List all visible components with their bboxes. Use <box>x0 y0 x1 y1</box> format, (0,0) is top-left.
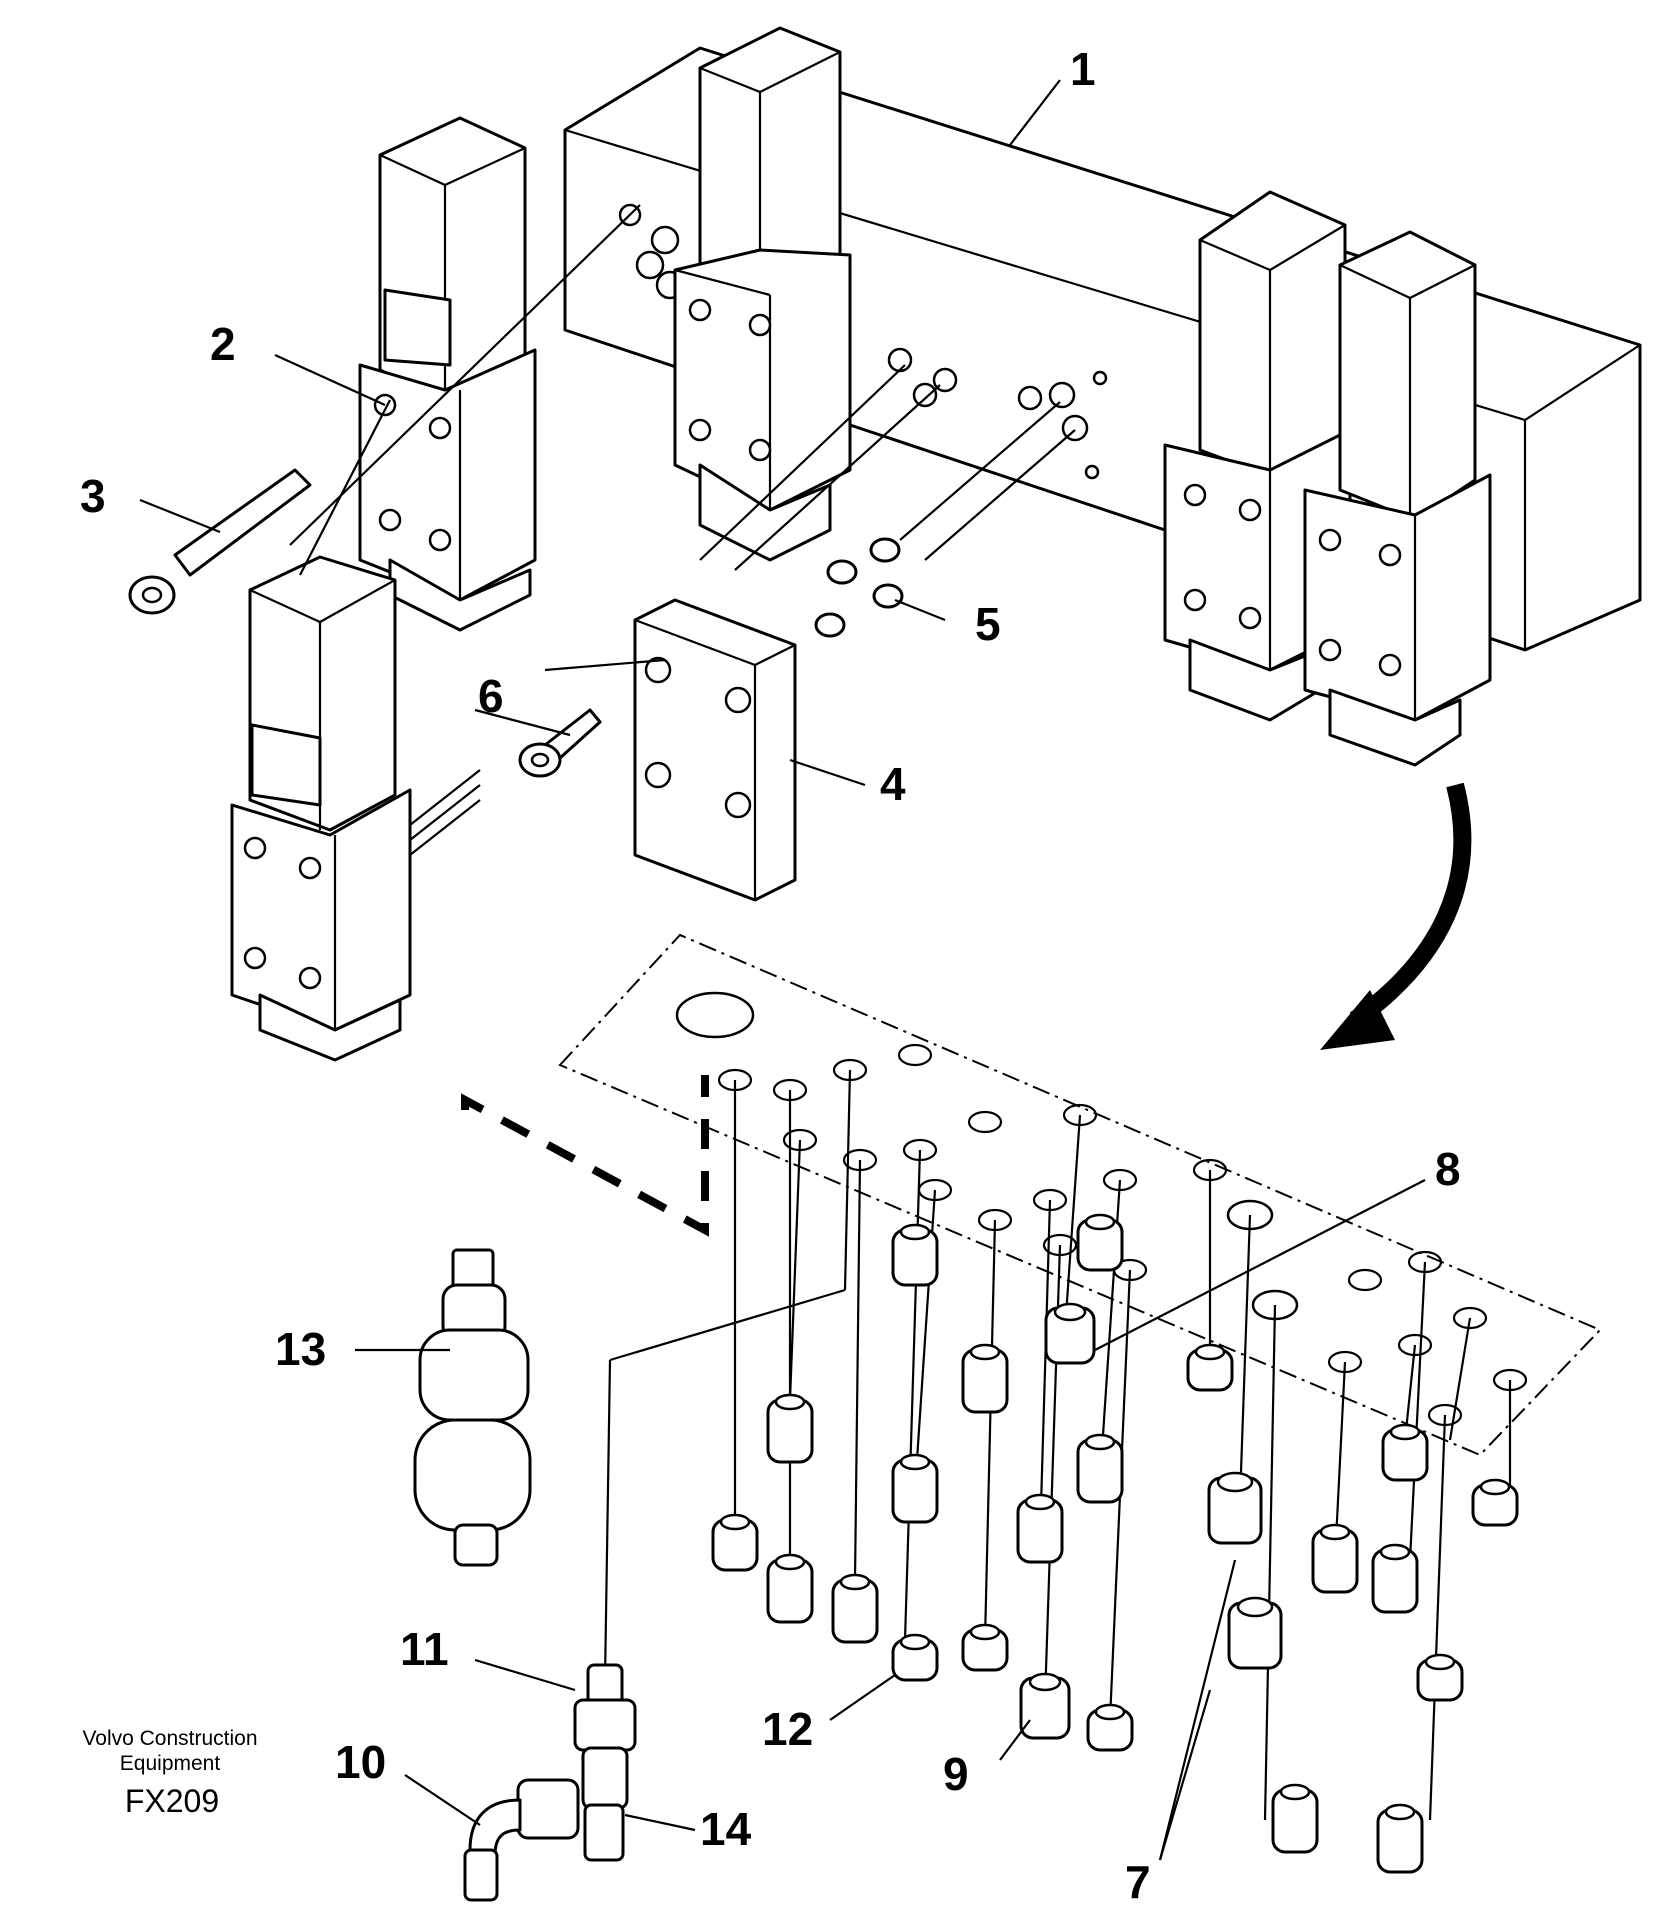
direction-arrow <box>1320 782 1472 1050</box>
fitting <box>1207 1471 1263 1545</box>
screw-long <box>128 204 641 615</box>
callout-2: 2 <box>210 318 236 370</box>
callout-6: 6 <box>478 670 504 722</box>
fitting <box>766 1553 814 1624</box>
fitting <box>1019 1672 1071 1740</box>
pressure-sensor <box>413 1075 709 1567</box>
manifold-outline <box>558 933 1602 1457</box>
callout-7: 7 <box>1125 1856 1151 1908</box>
fitting <box>961 1343 1009 1414</box>
fitting <box>961 1623 1009 1672</box>
fitting <box>891 1223 939 1287</box>
callout-1: 1 <box>1070 43 1096 95</box>
fitting <box>1471 1478 1519 1527</box>
callout-leaders <box>139 79 1426 1861</box>
tee-fitting-assembly <box>463 1663 637 1902</box>
fitting <box>1016 1493 1064 1564</box>
fitting <box>1311 1523 1359 1594</box>
fitting <box>1416 1653 1464 1702</box>
fitting <box>891 1633 939 1682</box>
callout-10: 10 <box>335 1736 386 1788</box>
fitting <box>711 1513 759 1572</box>
solenoid-valve-left-top <box>358 116 537 632</box>
callout-9: 9 <box>943 1748 969 1800</box>
solenoid-valve-left-bottom <box>230 555 412 1062</box>
callout-4: 4 <box>880 758 906 810</box>
credit-company-line1: Volvo Construction <box>82 1727 257 1750</box>
screw-short <box>518 658 666 778</box>
fitting <box>831 1573 879 1644</box>
cover-plate <box>633 598 797 902</box>
fitting <box>1371 1543 1419 1614</box>
fitting <box>1044 1302 1096 1365</box>
credit-company-line2: Equipment <box>120 1752 221 1775</box>
callout-12: 12 <box>762 1703 813 1755</box>
callout-13: 13 <box>275 1323 326 1375</box>
fitting <box>1381 1423 1429 1482</box>
fitting <box>1076 1213 1124 1272</box>
solenoid-valve-right-b <box>1303 230 1492 767</box>
callout-5: 5 <box>975 598 1001 650</box>
manifold-ports <box>675 991 1528 1427</box>
fitting <box>891 1453 939 1524</box>
fitting <box>1086 1703 1134 1752</box>
fitting <box>1076 1433 1124 1504</box>
fitting <box>1376 1803 1424 1874</box>
o-ring-seals <box>699 364 1076 638</box>
callout-8: 8 <box>1435 1143 1461 1195</box>
fitting <box>766 1393 814 1464</box>
check-valve-fittings <box>711 1213 1519 1874</box>
fitting <box>1227 1596 1283 1670</box>
callout-3: 3 <box>80 470 106 522</box>
fitting <box>1186 1343 1234 1392</box>
callout-14: 14 <box>700 1803 752 1855</box>
fitting <box>1271 1783 1319 1854</box>
callout-11: 11 <box>400 1623 449 1675</box>
solenoid-valve-top-center <box>673 26 852 562</box>
figure-code: FX209 <box>125 1783 219 1819</box>
